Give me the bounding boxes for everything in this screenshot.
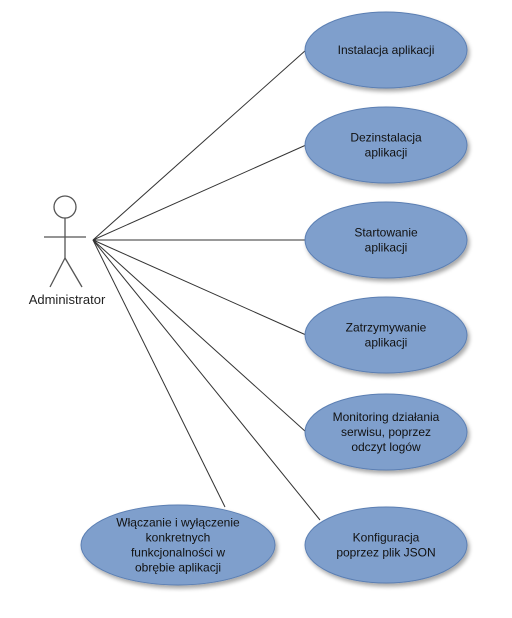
use-case-label: Instalacja aplikacji [338, 43, 435, 57]
use-case: Włączanie i wyłączeniekonkretnychfunkcjo… [80, 504, 276, 586]
use-case-ellipse [304, 106, 468, 184]
use-case-label: aplikacji [365, 241, 408, 255]
stick-figure-icon [44, 195, 86, 288]
use-case-label: aplikacji [365, 336, 408, 350]
use-case-ellipse [304, 11, 468, 89]
use-case-label: serwisu, poprzez [341, 425, 431, 439]
use-case-label: obrębie aplikacji [135, 561, 221, 575]
use-case-label: odczyt logów [351, 440, 421, 454]
use-case-ellipse [304, 201, 468, 279]
use-case-label: Włączanie i wyłączenie [116, 516, 240, 530]
association-lines [92, 49, 321, 521]
use-case-label: Monitoring działania [333, 410, 440, 424]
use-case-label: poprzez plik JSON [336, 546, 435, 560]
association-line [92, 144, 307, 241]
use-case: Instalacja aplikacji [304, 11, 468, 89]
association-line [92, 239, 226, 508]
use-cases: Instalacja aplikacjiDezinstalacjaaplikac… [80, 11, 468, 586]
use-case-label: konkretnych [146, 531, 211, 545]
association-line [92, 239, 321, 521]
use-case-label: Dezinstalacja [350, 131, 422, 145]
association-line [92, 239, 307, 336]
use-case-label: funkcjonalności w [131, 546, 225, 560]
use-case-ellipse [304, 506, 468, 584]
actor-label: Administrator [29, 292, 106, 307]
use-case-ellipse [304, 393, 468, 471]
actor-administrator: Administrator [29, 195, 106, 307]
use-case-label: Zatrzymywanie [346, 321, 427, 335]
association-line [92, 239, 307, 433]
use-case-ellipse [304, 296, 468, 374]
use-case-label: Konfiguracja [353, 531, 420, 545]
use-case-label: aplikacji [365, 146, 408, 160]
association-line [92, 49, 307, 241]
use-case-ellipse [80, 504, 276, 586]
use-case-label: Startowanie [354, 226, 418, 240]
